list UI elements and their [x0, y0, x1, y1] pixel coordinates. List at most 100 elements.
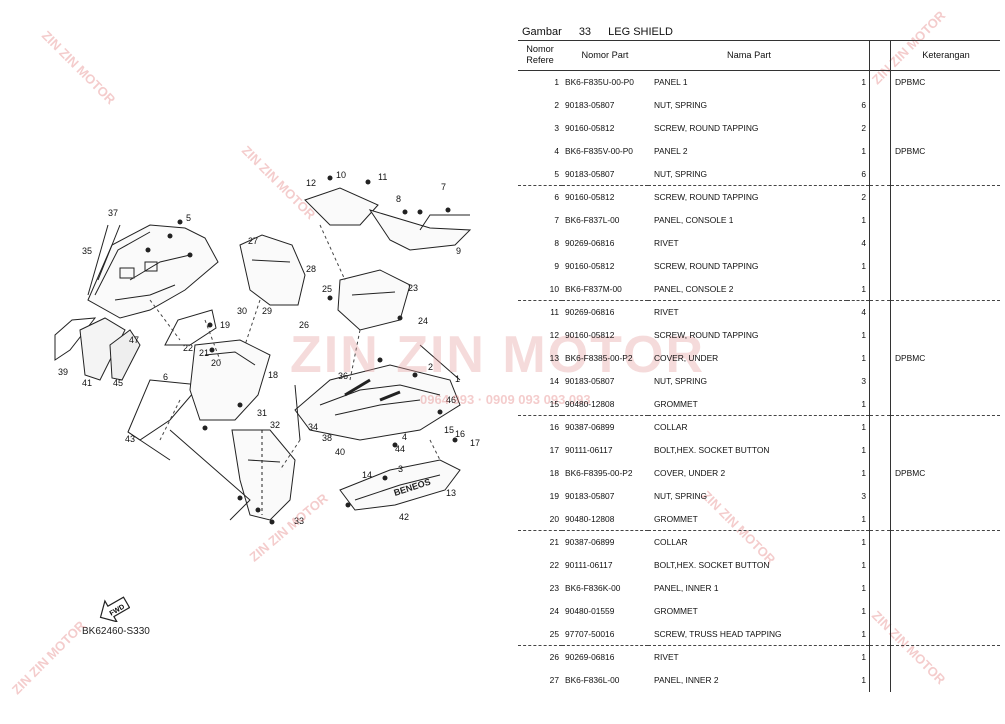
cell-part-number: BK6-F837M-00 [565, 283, 622, 294]
cell-note [891, 369, 1001, 392]
cell-gap [869, 414, 891, 439]
cell-part-number: BK6-F836L-00 [565, 675, 620, 686]
cell-note [891, 507, 1001, 530]
callout-number: 7 [441, 182, 446, 192]
cell-part-name: PANEL, CONSOLE 1 [654, 215, 734, 226]
cell-gap [869, 277, 891, 301]
diagram-code: BK62460-S330 [82, 626, 150, 637]
cell-ref: 4 [554, 145, 559, 156]
cell-part-name: RIVET [648, 644, 847, 669]
cell-gap [869, 392, 891, 416]
col-header-ref: Nomor Refere [518, 40, 562, 71]
callout-number: 19 [220, 320, 230, 330]
cell-part-number: BK6-F8385-00-P2 [565, 352, 633, 363]
cell-gap [869, 461, 891, 485]
cell-note [891, 94, 1001, 117]
cell-note [890, 299, 1000, 324]
cell-gap [869, 299, 891, 324]
col-header-qty [847, 40, 870, 71]
cell-part-name: NUT, SPRING [654, 490, 708, 501]
callout-number: 46 [446, 395, 456, 405]
cell-note [890, 529, 1000, 554]
callout-number: 14 [362, 470, 372, 480]
gambar-label: Gambar [522, 26, 562, 38]
callout-number: 33 [294, 516, 304, 526]
cell-gap [869, 116, 891, 140]
callout-number: 24 [418, 316, 428, 326]
callout-number: 23 [408, 283, 418, 293]
cell-ref: 6 [518, 184, 562, 209]
cell-qty: 4 [847, 231, 870, 255]
callout-number: 11 [378, 172, 387, 182]
callout-number: 17 [470, 438, 480, 448]
cell-gap [869, 576, 891, 600]
cell-ref: 15 [549, 398, 559, 409]
cell-part-number: 90111-06117 [565, 445, 613, 456]
cell-part-name: PANEL, INNER 2 [654, 675, 719, 686]
cell-qty: 1 [847, 622, 870, 646]
cell-qty: 3 [847, 484, 870, 508]
callout-number: 41 [82, 378, 92, 388]
cell-ref: 3 [554, 122, 559, 133]
col-header-name: Nama Part [648, 40, 847, 71]
cell-note [890, 644, 1000, 669]
callout-number: 9 [456, 246, 461, 256]
cell-ref: 13 [549, 352, 559, 363]
callout-number: 34 [308, 422, 318, 432]
callout-number: 10 [336, 170, 346, 180]
cell-gap [869, 644, 891, 669]
cell-note [891, 484, 1001, 507]
cell-qty: 1 [847, 668, 870, 692]
cell-part-name: GROMMET [654, 605, 698, 616]
cell-qty: 6 [847, 162, 870, 186]
cell-qty: 1 [847, 392, 870, 416]
cell-part-number: 90269-06816 [562, 299, 648, 324]
callout-number: 12 [306, 178, 316, 188]
cell-part-name: COLLAR [648, 529, 847, 554]
cell-gap [869, 139, 891, 163]
cell-gap [869, 599, 891, 623]
callout-number: 28 [306, 264, 316, 274]
cell-note [891, 669, 1001, 692]
cell-ref: 5 [554, 168, 559, 179]
cell-part-number: 90160-05812 [565, 122, 615, 133]
callout-number: 13 [446, 488, 456, 498]
cell-qty: 1 [847, 576, 870, 600]
callout-number: 6 [163, 372, 168, 382]
cell-qty: 6 [847, 93, 870, 117]
callout-number: 44 [395, 444, 405, 454]
cell-part-name: BOLT,HEX. SOCKET BUTTON [654, 445, 770, 456]
callout-number: 43 [125, 434, 135, 444]
cell-note [891, 439, 1001, 462]
callout-number: 1 [455, 374, 460, 384]
callout-number: 26 [299, 320, 309, 330]
cell-ref: 27 [549, 675, 559, 686]
table-top-rule [518, 40, 1000, 41]
callout-number: 5 [186, 213, 191, 223]
cell-ref: 21 [518, 529, 562, 554]
cell-ref: 18 [549, 467, 559, 478]
cell-part-number: 90183-05807 [565, 100, 615, 111]
callout-number: 31 [257, 408, 267, 418]
callout-number: 32 [270, 420, 280, 430]
cell-gap [869, 93, 891, 117]
cell-note [891, 577, 1001, 600]
cell-note [891, 162, 1001, 185]
cell-ref: 20 [549, 513, 559, 524]
cell-ref: 25 [549, 628, 559, 639]
cell-qty: 1 [847, 323, 870, 347]
callout-number: 8 [396, 194, 401, 204]
cell-qty: 1 [847, 254, 870, 278]
